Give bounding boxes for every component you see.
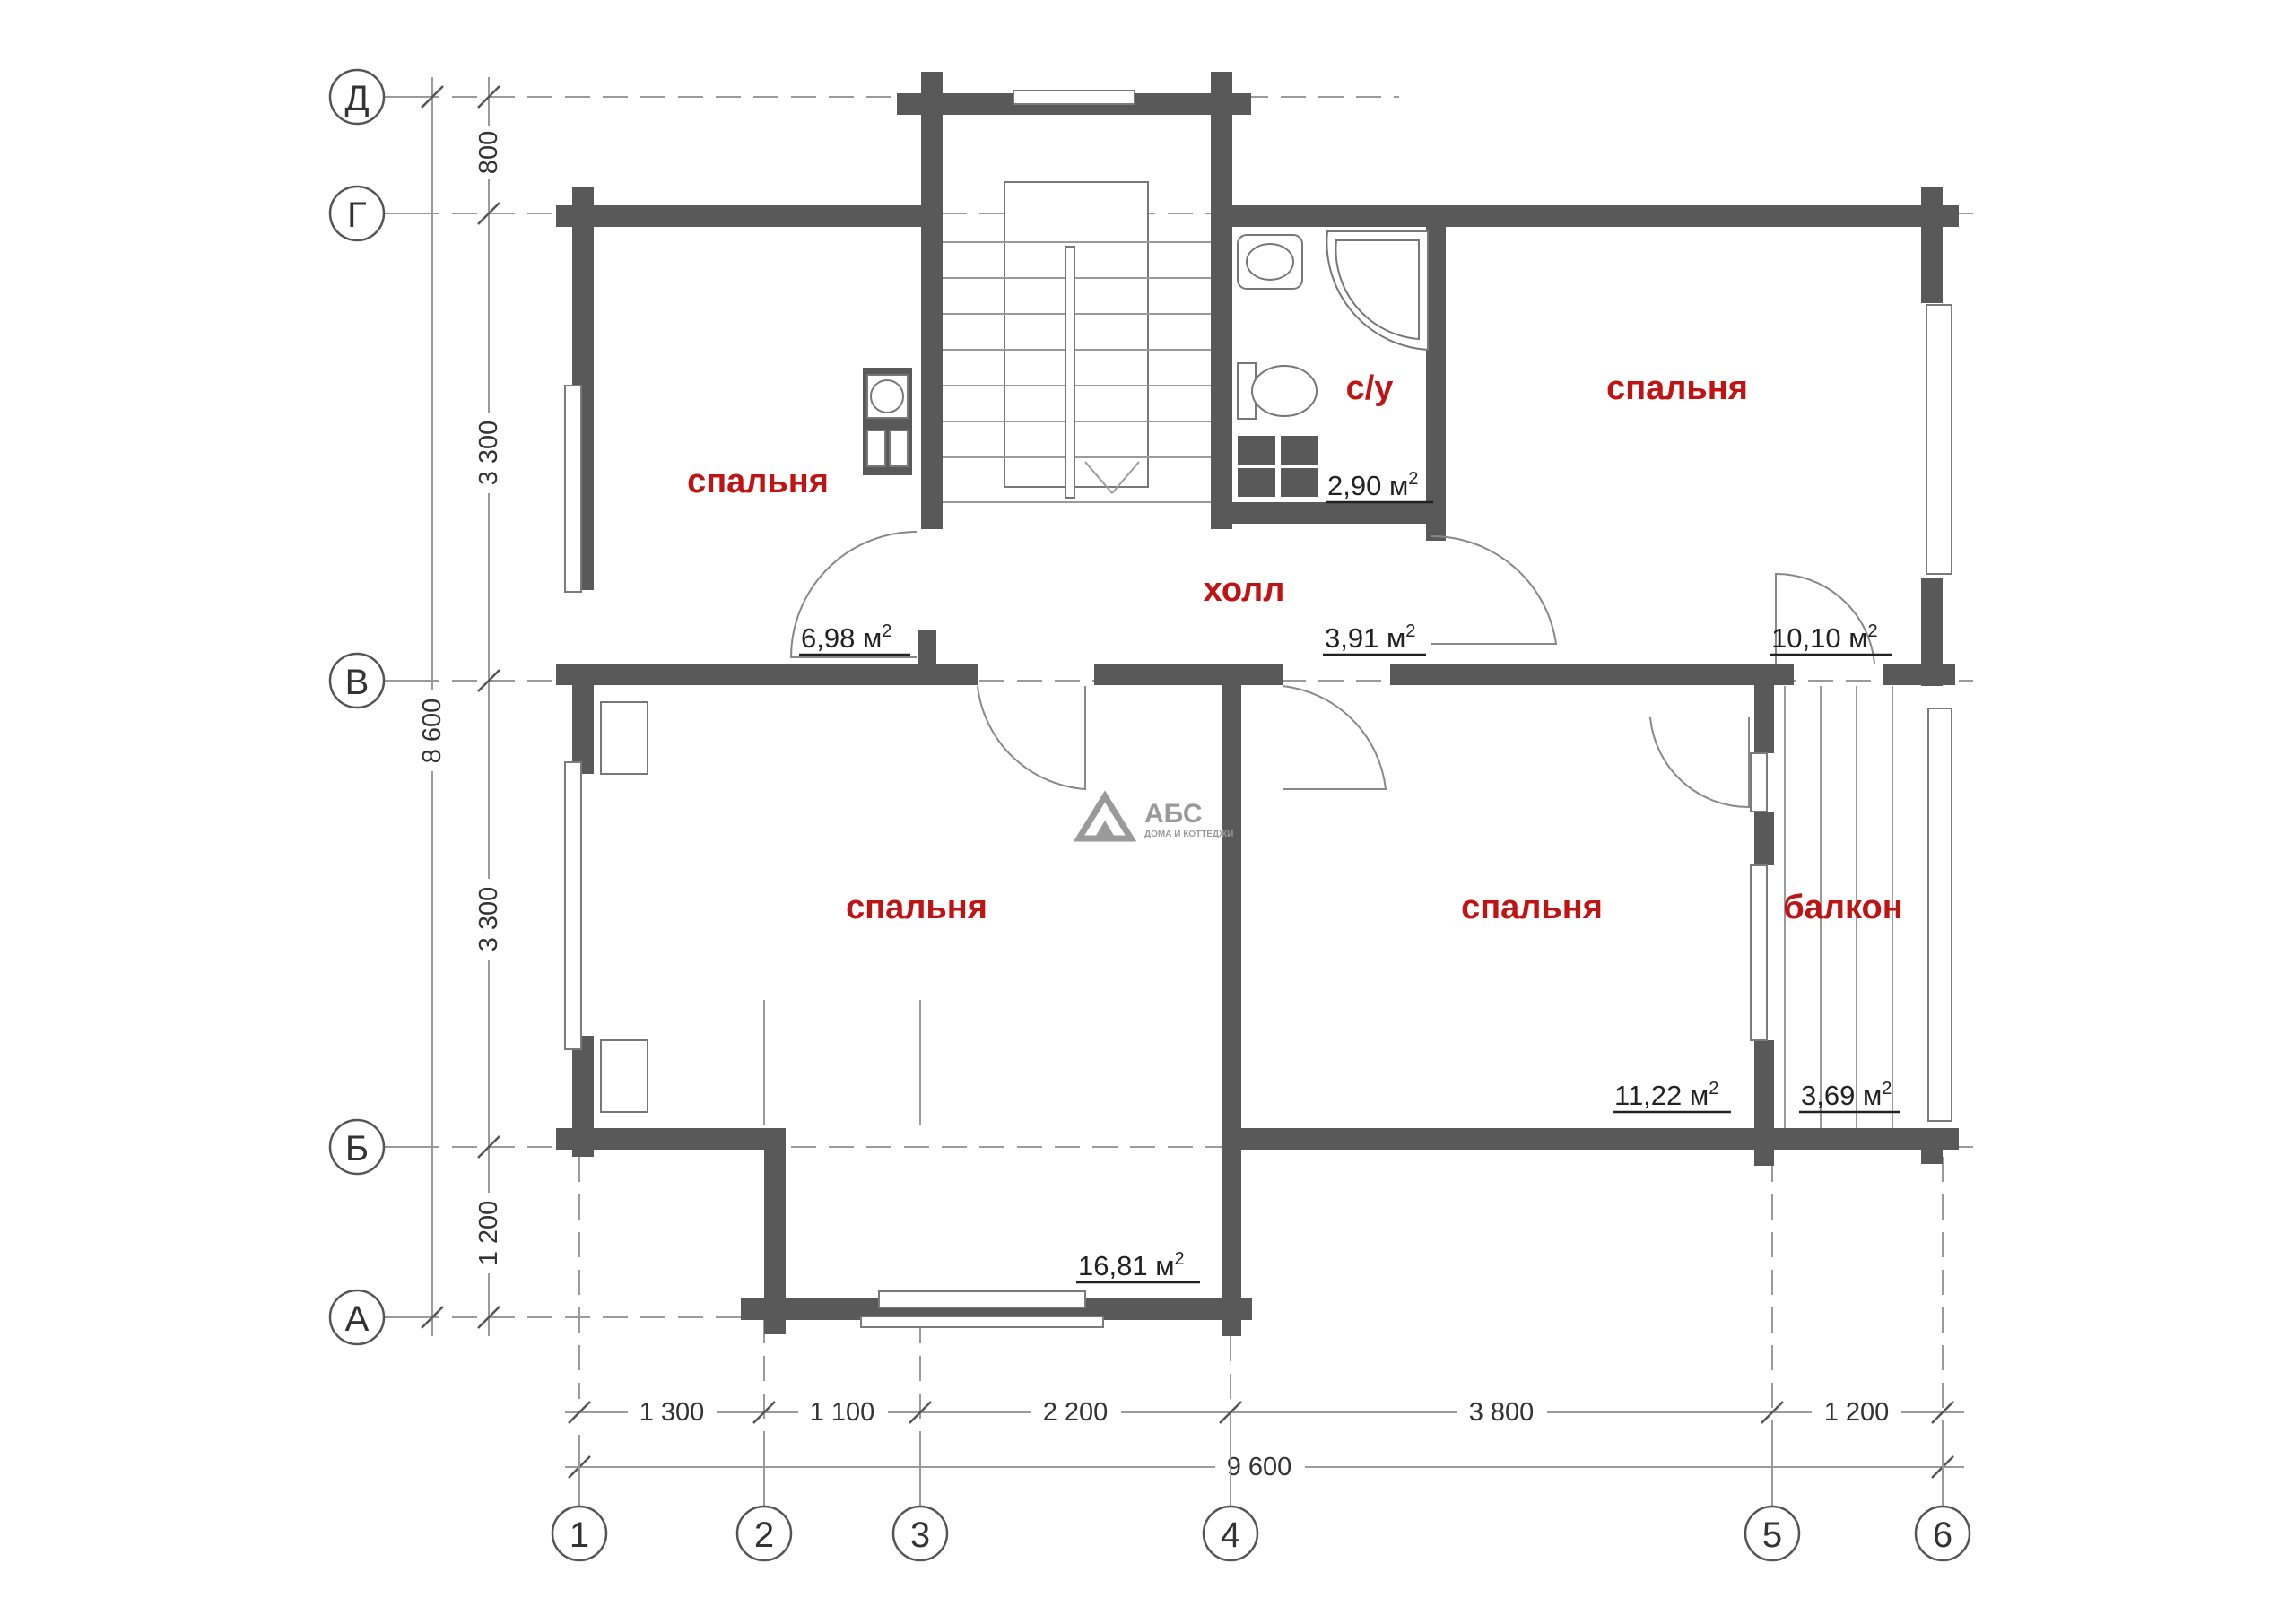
stove-fixture [863, 368, 912, 475]
room-labels: спальня спальня спальня спальня с/у холл… [687, 369, 1903, 926]
bathroom-fixtures [1237, 230, 1429, 497]
room-balcony: балкон [1783, 889, 1902, 926]
axis-row-d: Д [344, 79, 369, 118]
area-bedroom-sw: 16,81 м2 [1078, 1249, 1185, 1281]
vertical-dimensions: 800 3 300 3 300 1 200 8 600 [417, 77, 504, 1336]
area-labels: 2,90 м2 6,98 м2 3,91 м2 10,10 м2 11,22 м… [799, 469, 1900, 1284]
area-bedroom-se: 11,22 м2 [1614, 1079, 1718, 1111]
dim-horizontal-total: 9 600 [1227, 1453, 1292, 1481]
axis-col-1: 1 [570, 1515, 589, 1555]
area-balcony: 3,69 м2 [1801, 1079, 1892, 1111]
axis-row-v: В [345, 663, 370, 702]
axis-row-a: А [345, 1299, 370, 1339]
room-bedroom-ne: спальня [1606, 369, 1748, 407]
dim-vertical-3300-top: 3 300 [474, 421, 503, 486]
windows [564, 90, 1952, 1328]
axis-row-g: Г [347, 195, 367, 235]
bedroom-cabinets [600, 701, 921, 1125]
axis-col-2: 2 [754, 1515, 774, 1555]
axis-col-5: 5 [1762, 1515, 1782, 1555]
logo-tagline: ДОМА И КОТТЕДЖИ [1144, 829, 1233, 839]
staircase [942, 181, 1215, 503]
room-hall: холл [1204, 571, 1285, 609]
room-bathroom: с/у [1346, 369, 1394, 407]
dim-horizontal-1300: 1 300 [639, 1398, 705, 1427]
room-bedroom-se: спальня [1461, 889, 1603, 926]
abs-logo: АБС ДОМА И КОТТЕДЖИ [1073, 790, 1233, 842]
area-bedroom-nw: 6,98 м2 [801, 621, 891, 654]
dim-horizontal-2200: 2 200 [1043, 1398, 1109, 1427]
dim-horizontal-1200: 1 200 [1824, 1398, 1890, 1427]
dim-vertical-1200: 1 200 [474, 1201, 503, 1266]
dim-vertical-total: 8 600 [418, 699, 447, 764]
area-hall: 3,91 м2 [1325, 621, 1415, 654]
axis-row-markers: Д Г В Б А [328, 68, 430, 1346]
axis-row-b: Б [345, 1129, 369, 1168]
dim-vertical-3300-bottom: 3 300 [474, 887, 503, 952]
axis-col-6: 6 [1933, 1515, 1952, 1555]
axis-col-markers: 1 2 3 4 5 6 [551, 1435, 1971, 1562]
axis-col-4: 4 [1221, 1515, 1240, 1555]
room-bedroom-sw: спальня [846, 889, 987, 926]
balcony-deck [1784, 686, 1893, 1128]
horizontal-dimensions: 1 300 1 100 2 200 3 800 1 200 9 600 [565, 1397, 1964, 1482]
room-bedroom-nw: спальня [687, 463, 829, 500]
dim-horizontal-3800: 3 800 [1469, 1398, 1535, 1427]
logo-name: АБС [1144, 799, 1203, 829]
area-bedroom-ne: 10,10 м2 [1771, 621, 1878, 654]
axis-col-3: 3 [910, 1515, 930, 1555]
area-bathroom: 2,90 м2 [1327, 469, 1418, 501]
dim-horizontal-1100: 1 100 [810, 1398, 875, 1427]
dim-vertical-800: 800 [474, 131, 503, 174]
doors [789, 531, 1875, 809]
